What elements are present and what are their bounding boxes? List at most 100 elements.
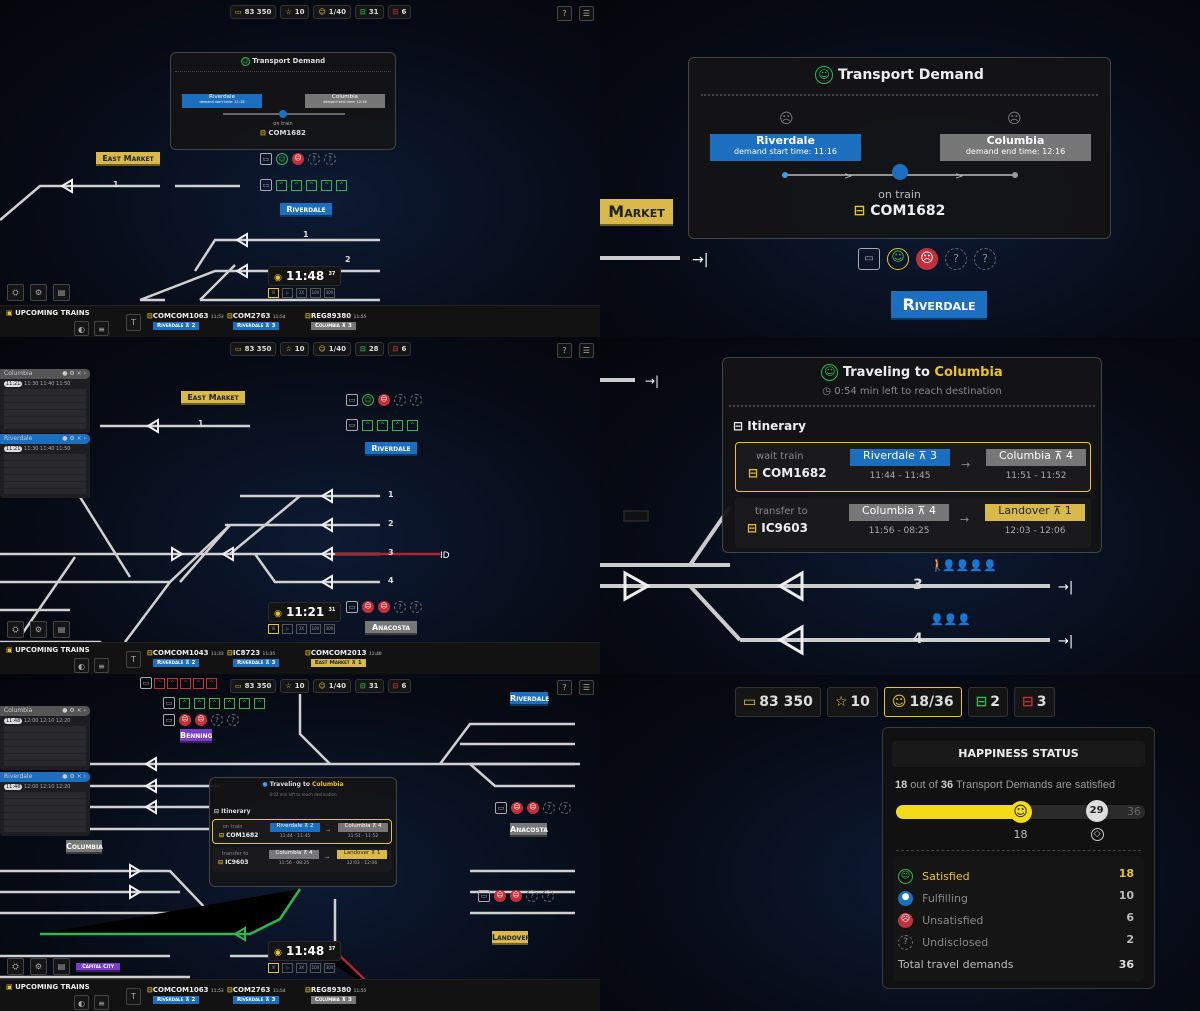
station-label[interactable]: Anacosta [510, 823, 548, 837]
money-stat[interactable]: ▭83 350 [230, 679, 277, 693]
trains-ok-stat[interactable]: ⊟31 [354, 5, 384, 19]
unsatisfied-face-icon[interactable]: ☹ [292, 153, 304, 165]
help-button[interactable]: ? [557, 680, 572, 695]
stars-stat[interactable]: ☆10 [280, 5, 310, 19]
happiness-stat[interactable]: ☺1/40 [313, 5, 351, 19]
unknown-demand-icon[interactable]: ? [211, 714, 223, 726]
train-list-toggle[interactable]: T [126, 314, 141, 331]
book-button[interactable]: ▤ [53, 621, 70, 638]
unknown-demand-icon[interactable]: ? [308, 153, 320, 165]
upcoming-train[interactable]: ⊟COM2763 11:54 Riverdale ⊼ 3 [227, 312, 286, 330]
upcoming-train[interactable]: ⊟COMCOM2013 11:40 East Market ⊼ 1 [305, 649, 382, 667]
trains-bad-stat[interactable]: ⊟6 [387, 679, 412, 693]
itinerary-leg[interactable]: wait train ⊟ COM1682 Riverdale ⊼ 3 11:44… [735, 442, 1091, 492]
money-stat[interactable]: ▭83 350 [230, 342, 277, 356]
speed-button[interactable]: ▷ [282, 288, 293, 298]
upcoming-train[interactable]: ⊟COMCOM1063 11:53 Riverdale ⊼ 2 [147, 312, 224, 330]
edit-tool-button[interactable]: ⛭ [7, 621, 24, 638]
menu-button[interactable]: ☰ [579, 680, 594, 695]
train-arrival-icon[interactable]: ^ [362, 419, 373, 431]
speed-button[interactable]: 30X [324, 624, 335, 634]
speed-button[interactable]: 30X [324, 963, 335, 973]
train-arrival-icon[interactable]: ^ [392, 419, 403, 431]
unknown-demand-icon[interactable]: ? [526, 890, 538, 902]
speed-button[interactable]: 30X [324, 288, 335, 298]
speed-button[interactable]: 3X [296, 963, 307, 973]
book-button[interactable]: ▤ [53, 284, 70, 301]
unsatisfied-face-icon[interactable]: ☹ [362, 601, 374, 613]
filter-button[interactable]: ◐ [74, 658, 89, 673]
stars-stat[interactable]: ☆10 [280, 342, 310, 356]
speed-button[interactable]: 10X [310, 963, 321, 973]
upcoming-train[interactable]: ⊟COM2763 11:54 Riverdale ⊼ 3 [227, 986, 286, 1004]
station-label[interactable]: Columbia [66, 840, 103, 854]
station-timetable[interactable]: Columbia● ⚙ × › 11:21 11:30 11:40 11:50 [0, 369, 90, 433]
trains-bad-stat[interactable]: ⊟6 [387, 5, 412, 19]
book-button[interactable]: ▤ [53, 958, 70, 975]
station-label[interactable]: Anacosta [365, 621, 417, 635]
train-arrival-icon[interactable]: ^ [407, 419, 418, 431]
unknown-demand-icon[interactable]: ? [974, 248, 996, 270]
station-timetable[interactable]: Riverdale● ⚙ × › 11:48 12:00 12:10 12:20 [0, 772, 90, 836]
train-arrival-icon[interactable]: ^ [336, 179, 347, 191]
upcoming-train[interactable]: ⊟IC8723 11:35 Riverdale ⊼ 3 [227, 649, 280, 667]
filter-button[interactable]: ◐ [74, 321, 89, 336]
train-delay-icon[interactable]: ^ [167, 677, 178, 689]
unsatisfied-face-icon[interactable]: ☹ [527, 802, 539, 814]
help-button[interactable]: ? [557, 6, 572, 21]
station-label[interactable]: Capital City [76, 963, 120, 972]
speed-button[interactable]: 3X [296, 288, 307, 298]
timetable-controls-icons[interactable]: ● ⚙ × › [62, 435, 86, 442]
unknown-demand-icon[interactable]: ? [227, 714, 239, 726]
satisfied-face-icon[interactable]: ☺ [887, 248, 909, 270]
station-label[interactable]: Riverdale [280, 203, 332, 217]
speed-button[interactable]: ▷ [282, 963, 293, 973]
unknown-demand-icon[interactable]: ? [410, 601, 422, 613]
unknown-demand-icon[interactable]: ? [394, 601, 406, 613]
unsatisfied-face-icon[interactable]: ☹ [378, 394, 390, 406]
train-id[interactable]: COM1682 [268, 129, 306, 137]
train-arrival-icon[interactable]: ^ [377, 419, 388, 431]
upcoming-train[interactable]: ⊟REG89380 11:55 Columbia ⊼ 3 [305, 986, 366, 1004]
station-label-market[interactable]: Market [600, 199, 673, 226]
happiness-stat[interactable]: ☺1/40 [313, 679, 351, 693]
menu-button[interactable]: ☰ [579, 6, 594, 21]
train-arrival-icon[interactable]: ^ [276, 179, 287, 191]
help-button[interactable]: ? [557, 343, 572, 358]
edit-tool-button[interactable]: ⛭ [7, 958, 24, 975]
train-arrival-icon[interactable]: ^ [306, 179, 317, 191]
satisfied-face-icon[interactable]: ☺ [362, 394, 374, 406]
train-arrival-icon[interactable]: ^ [291, 179, 302, 191]
station-label[interactable]: East Market [181, 391, 245, 405]
itinerary-leg[interactable]: transfer to ⊟ IC9603 Columbia ⊼ 4 11:56 … [212, 847, 392, 872]
train-id[interactable]: COM1682 [870, 203, 946, 219]
train-delay-icon[interactable]: ^ [180, 677, 191, 689]
train-delay-icon[interactable]: ^ [206, 677, 217, 689]
trains-ok-stat[interactable]: ⊟2 [967, 687, 1009, 717]
trains-bad-stat[interactable]: ⊟3 [1014, 687, 1055, 717]
sliders-button[interactable]: ≡ [94, 995, 109, 1010]
train-list-toggle[interactable]: T [126, 988, 141, 1005]
stars-stat[interactable]: ☆10 [826, 687, 878, 717]
station-label[interactable]: Riverdale [510, 692, 549, 706]
train-delay-icon[interactable]: ^ [193, 677, 204, 689]
trains-ok-stat[interactable]: ⊟28 [354, 342, 384, 356]
station-label[interactable]: Riverdale [365, 442, 417, 456]
station-timetable[interactable]: Riverdale● ⚙ × › 11:21 11:30 11:40 11:50 [0, 434, 90, 498]
unknown-demand-icon[interactable]: ? [410, 394, 422, 406]
speed-button[interactable]: 3X [296, 624, 307, 634]
settings-button[interactable]: ⚙ [30, 621, 47, 638]
trains-ok-stat[interactable]: ⊟31 [354, 679, 384, 693]
filter-button[interactable]: ◐ [74, 995, 89, 1010]
speed-button[interactable]: II [268, 963, 279, 973]
timetable-controls-icons[interactable]: ● ⚙ × › [62, 370, 86, 377]
money-stat[interactable]: ▭83 350 [735, 687, 821, 717]
station-label[interactable]: East Market [96, 152, 160, 166]
happiness-stat[interactable]: ☺18/36 [883, 687, 962, 717]
unsatisfied-face-icon[interactable]: ☹ [195, 714, 207, 726]
train-arrival-icon[interactable]: ^ [209, 697, 220, 709]
unsatisfied-face-icon[interactable]: ☹ [511, 802, 523, 814]
upcoming-train[interactable]: ⊟REG89380 11:55 Columbia ⊼ 3 [305, 312, 366, 330]
speed-button[interactable]: 10X [310, 624, 321, 634]
itinerary-leg[interactable]: transfer to ⊟ IC9603 Columbia ⊼ 4 11:56 … [735, 498, 1091, 548]
